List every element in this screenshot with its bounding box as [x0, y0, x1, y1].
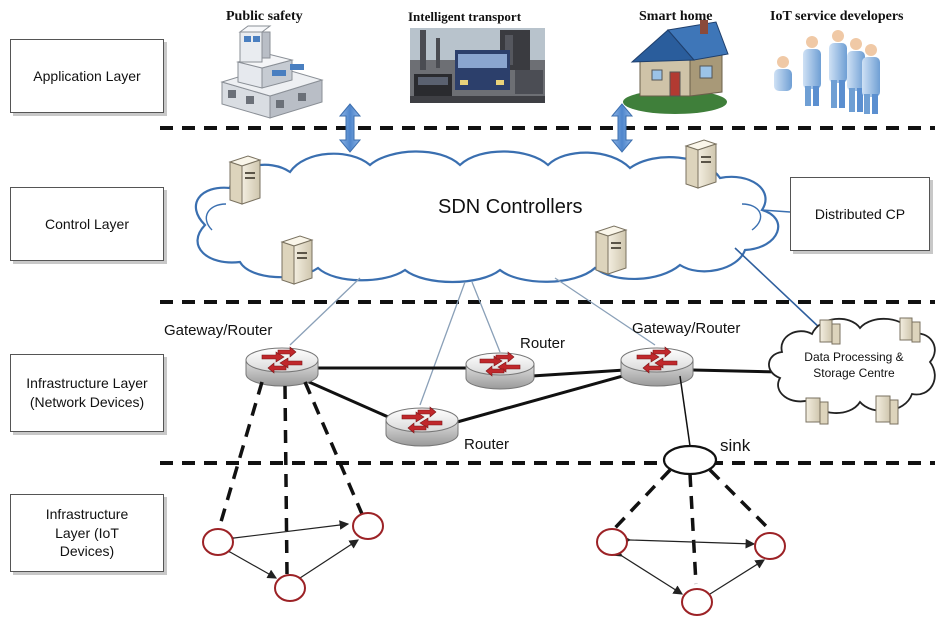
sink-node: [662, 444, 718, 476]
iot-node-right-a: [596, 528, 628, 556]
iot-left-arrow-b-c: [290, 539, 360, 587]
iot-node-left-c: [352, 512, 384, 540]
controller-link-router-top: [471, 281, 501, 353]
infra-network-layer-box: Infrastructure Layer (Network Devices): [10, 354, 164, 432]
application-layer-label: Application Layer: [33, 67, 141, 84]
gateway-router-right-label: Gateway/Router: [632, 320, 741, 337]
iot-left-arrow-a-c: [225, 520, 350, 544]
controller-link-router-bottom: [419, 281, 466, 406]
public-safety-building-icon: [220, 25, 324, 119]
iot-right-arrow-a-b: [612, 547, 684, 595]
link-gwright-sink: [679, 375, 691, 447]
distributed-cp-label: Distributed CP: [814, 205, 906, 222]
iot-node-right-c: [754, 532, 786, 560]
controller-server-1: [228, 155, 262, 205]
public-safety-label: Public safety: [226, 9, 303, 24]
sink-label: sink: [720, 436, 751, 455]
cloud-to-distributed-cp-link: [761, 209, 791, 213]
sdn-controllers-label: SDN Controllers: [438, 196, 583, 218]
iot-right-arrow-a-c: [621, 534, 756, 549]
link-gwleft-router-bottom: [299, 376, 396, 422]
iot-link-left-node-a: [216, 381, 264, 533]
iot-link-right-node-a: [613, 468, 672, 530]
distributed-cp-box: Distributed CP: [790, 177, 930, 251]
iot-link-right-node-c: [708, 468, 770, 530]
control-layer-label: Control Layer: [44, 215, 130, 232]
iot-right-arrow-b-c: [700, 559, 766, 603]
storage-server-icon: [805, 317, 921, 425]
link-router-bottom-gwright: [449, 372, 631, 426]
iot-node-left-b: [274, 574, 306, 602]
iot-service-developers-icon: [774, 30, 880, 114]
router-bottom-label: Router: [464, 436, 510, 453]
iot-left-arrow-a-b: [220, 543, 278, 579]
controller-server-4: [684, 139, 718, 189]
iot-node-left-a: [202, 528, 234, 556]
iot-link-left-node-b: [283, 385, 289, 575]
smart-home-label: Smart home: [639, 9, 713, 24]
app-control-arrow-left: [338, 103, 362, 153]
controller-link-gateway-left: [289, 277, 361, 346]
smart-home-icon: [623, 20, 729, 114]
router-bottom-icon: [385, 406, 459, 447]
controller-link-gateway-right: [554, 277, 656, 346]
gateway-router-left-label: Gateway/Router: [164, 322, 273, 339]
intelligent-transport-label: Intelligent transport: [408, 9, 522, 24]
iot-link-left-node-c: [303, 381, 364, 515]
control-layer-box: Control Layer: [10, 187, 164, 261]
infra-network-layer-label: Infrastructure Layer (Network Devices): [26, 375, 148, 410]
controller-link-data-centre: [734, 247, 823, 331]
link-router-top-gwright: [531, 368, 626, 378]
iot-developers-label: IoT service developers: [770, 9, 904, 24]
infra-iot-layer-box: Infrastructure Layer (IoT Devices): [10, 494, 164, 572]
intelligent-transport-photo-icon: [410, 28, 545, 103]
iot-node-right-b: [681, 588, 713, 616]
router-top-icon: [465, 351, 535, 390]
application-layer-box: Application Layer: [10, 39, 164, 113]
data-centre-label: Data Processing & Storage Centre: [804, 350, 904, 380]
controller-server-3: [594, 225, 628, 275]
iot-link-right-node-b: [688, 473, 698, 585]
app-control-arrow-right: [610, 103, 634, 153]
gateway-router-right-icon: [620, 346, 694, 387]
infra-iot-layer-label: Infrastructure Layer (IoT Devices): [45, 505, 129, 560]
gateway-router-left-icon: [245, 346, 319, 387]
controller-server-2: [280, 235, 314, 285]
data-centre-cloud: [768, 317, 936, 414]
router-top-label: Router: [520, 335, 566, 352]
link-gwright-data-centre: [692, 368, 781, 374]
